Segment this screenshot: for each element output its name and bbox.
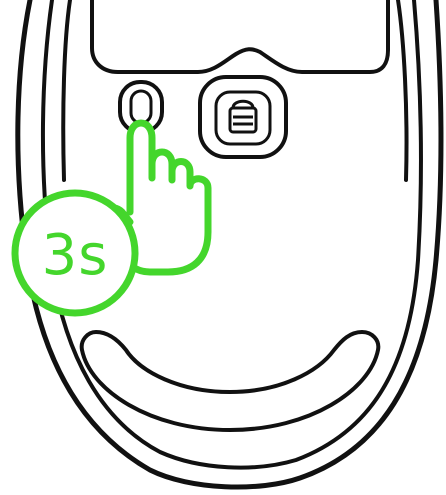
hold-duration-badge: 3s [11,189,139,317]
sensor-inner [214,90,272,146]
lock-shackle [231,99,255,109]
fingerprint-lock-icon [228,99,258,134]
hold-duration-label: 3s [42,223,109,288]
top-skate-pad [90,0,390,74]
profile-button-inner [129,89,153,125]
right-side-groove [396,0,409,182]
bottom-skate-pad [79,329,381,433]
left-side-groove [61,0,72,182]
badge-ring [11,189,139,317]
sensor-outer [198,75,288,159]
sensor-window [198,75,288,159]
lock-body [228,106,258,134]
